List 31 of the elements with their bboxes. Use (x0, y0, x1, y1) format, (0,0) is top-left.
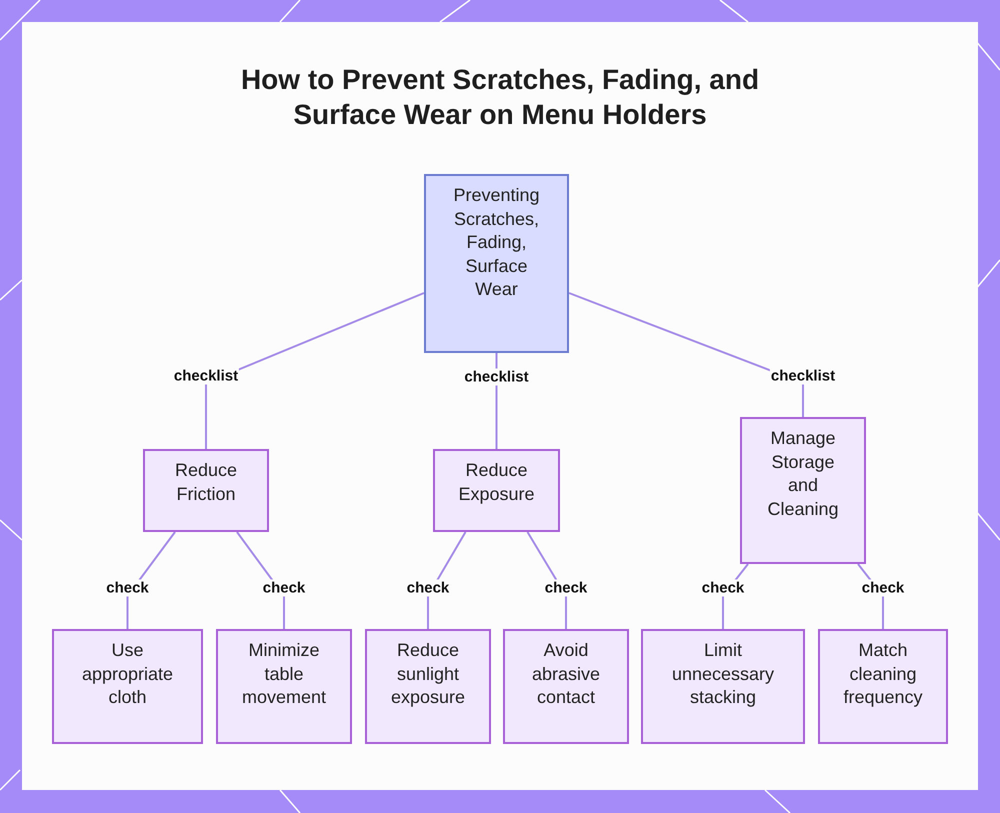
connector-line (205, 292, 424, 449)
box-text: Reduce Friction (174, 459, 238, 506)
box-text: Avoid abrasive contact (530, 639, 602, 709)
topic-box (503, 629, 629, 744)
edge-label: check (700, 580, 746, 596)
box-text: Preventing Scratches, Fading, Surface Wear (452, 184, 541, 301)
topic-box (365, 629, 491, 744)
topic-box (641, 629, 805, 744)
box-text: Reduce Exposure (457, 459, 536, 506)
title: How to Prevent Scratches, Fading, and Surface Wear on Menu Holders (240, 63, 760, 132)
edge-label: check (406, 580, 450, 596)
edge-label: checklist (463, 368, 530, 386)
box-text: Minimize table movement (240, 639, 328, 709)
topic-box (433, 449, 560, 532)
edge-label: checklist (172, 368, 240, 384)
box-text: Use appropriate cloth (80, 639, 174, 709)
edge-label: check (262, 580, 306, 596)
box-text: Reduce sunlight exposure (390, 639, 466, 709)
topic-box (818, 629, 948, 744)
edge-label: check (860, 580, 906, 596)
root-box (424, 174, 569, 353)
box-text: Limit unnecessary stacking (670, 639, 776, 709)
edge-label: checklist (770, 368, 836, 384)
topic-box (143, 449, 269, 532)
topic-box (52, 629, 203, 744)
box-text: Match cleaning frequency (842, 639, 924, 709)
edge-label: check (105, 580, 150, 596)
edge-label: check (544, 580, 588, 596)
box-text: Manage Storage and Cleaning (766, 427, 840, 521)
topic-box (216, 629, 352, 744)
topic-box (740, 417, 866, 564)
